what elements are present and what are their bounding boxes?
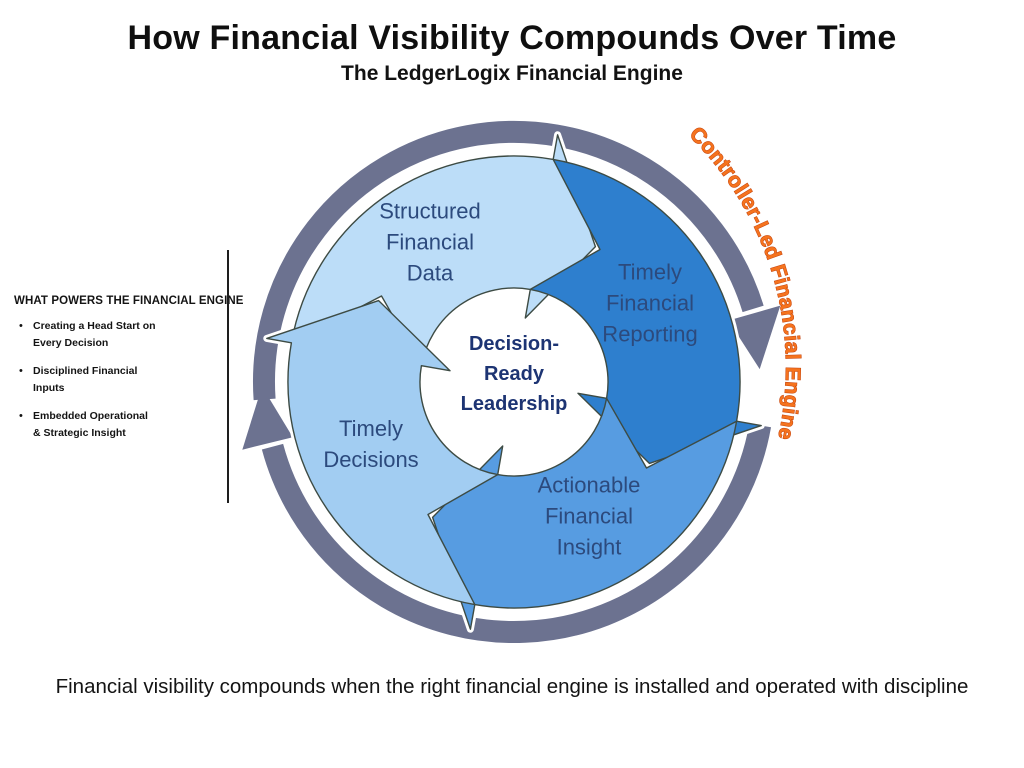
outer-ring	[242, 120, 781, 644]
bullet-dot-icon: •	[19, 365, 23, 377]
bullet-dot-icon: •	[19, 410, 23, 422]
bullet-dot-icon: •	[19, 320, 23, 332]
segment-label-timely-financial-reporting: Timely Financial Reporting	[602, 259, 698, 347]
segment-label-actionable-financial-insight: Actionable Financial Insight	[537, 472, 641, 560]
cycle-center-label: Decision- Ready Leadership	[460, 333, 568, 415]
page-title: How Financial Visibility Compounds Over …	[127, 19, 897, 57]
ring-arrowhead-left-icon	[242, 386, 293, 450]
ring-arc-top	[253, 120, 764, 401]
bullet-text: Disciplined Financial Inputs	[33, 365, 138, 394]
segment-label-timely-decisions: Timely Decisions	[323, 416, 419, 472]
ring-arrowhead-right-icon	[728, 305, 781, 370]
side-panel: WHAT POWERS THE FINANCIAL ENGINE • Creat…	[14, 295, 244, 442]
side-panel-bullet-1: • Creating a Head Start on Every Decisio…	[14, 318, 219, 352]
side-panel-heading: WHAT POWERS THE FINANCIAL ENGINE	[14, 295, 244, 307]
side-panel-bullet-2: • Disciplined Financial Inputs	[14, 363, 219, 397]
ring-arc-bottom	[261, 423, 772, 644]
segment-label-structured-financial-data: Structured Financial Data	[379, 198, 481, 286]
bottom-caption: Financial visibility compounds when the …	[55, 675, 969, 698]
side-panel-divider	[227, 250, 229, 503]
side-panel-bullet-3: • Embedded Operational & Strategic Insig…	[14, 408, 219, 442]
page-subtitle: The LedgerLogix Financial Engine	[341, 62, 683, 85]
bullet-text: Embedded Operational & Strategic Insight	[33, 410, 148, 439]
bullet-text: Creating a Head Start on Every Decision	[33, 320, 156, 349]
